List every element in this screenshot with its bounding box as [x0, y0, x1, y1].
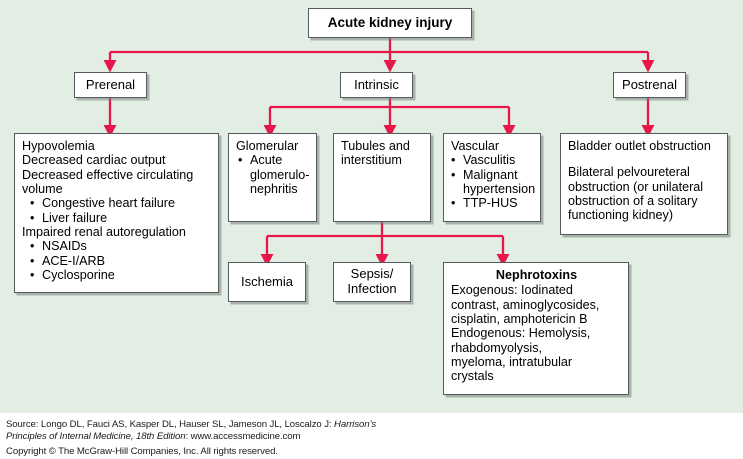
vascular-bullet-2: Malignant hypertension	[451, 168, 535, 197]
prerenal-bullet-list-2: NSAIDs ACE-I/ARB Cyclosporine	[22, 239, 212, 282]
nephrotoxins-line-6: myeloma, intratubular	[451, 355, 573, 370]
footer-source-prefix: Source: Longo DL, Fauci AS, Kasper DL, H…	[6, 419, 335, 430]
prerenal-bullet-2: Liver failure	[30, 211, 212, 226]
glomerular-bullet-list: Acute glomerulo- nephritis	[236, 153, 310, 196]
node-intrinsic[interactable]: Intrinsic	[340, 72, 413, 98]
nephrotoxins-line-3: cisplatin, amphotericin B	[451, 312, 588, 327]
footer-source-line-2: Principles of Internal Medicine, 18th Ed…	[6, 431, 300, 442]
node-vascular[interactable]: Vascular Vasculitis Malignant hypertensi…	[443, 133, 541, 222]
vascular-bullet-1: Vasculitis	[451, 153, 534, 168]
footer-source-italic-2: Principles of Internal Medicine, 18th Ed…	[6, 431, 186, 442]
node-prerenal-causes[interactable]: Hypovolemia Decreased cardiac output Dec…	[14, 133, 219, 293]
nephrotoxins-line-4: Endogenous: Hemolysis,	[451, 326, 591, 341]
postrenal-line-5: functioning kidney)	[568, 208, 674, 223]
nephrotoxins-heading: Nephrotoxins	[495, 268, 578, 282]
prerenal-bullet-list-1: Congestive heart failure Liver failure	[22, 196, 212, 225]
glomerular-bullet-1: Acute glomerulo- nephritis	[238, 153, 310, 196]
node-acute-kidney-injury[interactable]: Acute kidney injury	[308, 8, 472, 38]
glomerular-heading: Glomerular	[236, 139, 299, 153]
node-prerenal[interactable]: Prerenal	[74, 72, 147, 98]
nephrotoxins-line-1: Exogenous: Iodinated	[451, 283, 573, 298]
footer: Source: Longo DL, Fauci AS, Kasper DL, H…	[0, 413, 743, 459]
postrenal-line-3: obstruction (or unilateral	[568, 179, 704, 194]
postrenal-spacer	[568, 153, 721, 165]
prerenal-line-4: volume	[22, 182, 63, 197]
vascular-heading: Vascular	[451, 139, 500, 153]
prerenal-bullet-1: Congestive heart failure	[30, 196, 212, 211]
postrenal-line-1: Bladder outlet obstruction	[568, 139, 711, 153]
node-nephrotoxins[interactable]: Nephrotoxins Exogenous: Iodinated contra…	[443, 262, 629, 395]
footer-source-italic-1: Harrison’s	[334, 419, 377, 430]
prerenal-bullet-5: Cyclosporine	[30, 268, 212, 283]
nephrotoxins-line-5: rhabdomyolysis,	[451, 340, 542, 355]
node-sepsis-infection[interactable]: Sepsis/ Infection	[333, 262, 411, 302]
vascular-bullet-3: TTP-HUS	[451, 196, 534, 211]
node-postrenal-causes[interactable]: Bladder outlet obstruction Bilateral pel…	[560, 133, 728, 235]
footer-source-line-1: Source: Longo DL, Fauci AS, Kasper DL, H…	[6, 419, 376, 430]
nephrotoxins-line-7: crystals	[451, 369, 494, 384]
prerenal-line-1: Hypovolemia	[22, 139, 95, 153]
prerenal-line-3: Decreased effective circulating	[22, 167, 194, 182]
node-postrenal[interactable]: Postrenal	[613, 72, 686, 98]
diagram-canvas: Acute kidney injury Prerenal Intrinsic P…	[0, 0, 743, 413]
node-tubules-and-interstitium[interactable]: Tubules and interstitium	[333, 133, 431, 222]
prerenal-bullet-3: NSAIDs	[30, 239, 212, 254]
prerenal-bullet-4: ACE-I/ARB	[30, 254, 212, 269]
vascular-bullet-list: Vasculitis Malignant hypertension TTP-HU…	[451, 153, 535, 211]
footer-source-suffix: : www.accessmedicine.com	[185, 431, 301, 442]
postrenal-line-4: obstruction of a solitary	[568, 194, 698, 209]
footer-copyright: Copyright © The McGraw-Hill Companies, I…	[6, 446, 278, 457]
postrenal-line-2: Bilateral pelvoureteral	[568, 165, 690, 180]
node-glomerular[interactable]: Glomerular Acute glomerulo- nephritis	[228, 133, 317, 222]
tubules-heading: Tubules and interstitium	[341, 139, 410, 168]
prerenal-line-2: Decreased cardiac output	[22, 153, 166, 168]
node-ischemia[interactable]: Ischemia	[228, 262, 306, 302]
nephrotoxins-line-2: contrast, aminoglycosides,	[451, 297, 600, 312]
prerenal-line-5: Impaired renal autoregulation	[22, 225, 186, 240]
